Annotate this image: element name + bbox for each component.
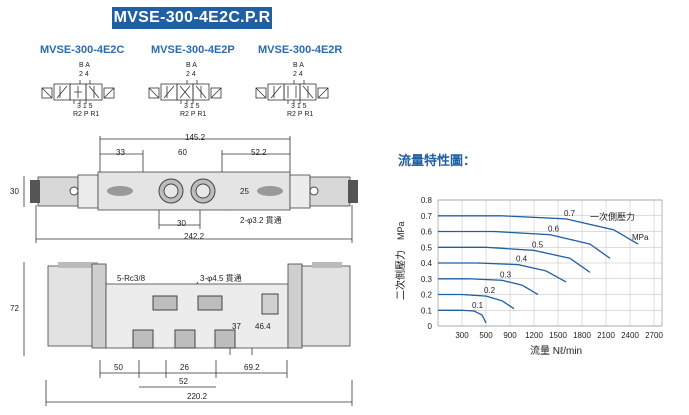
variant-1-top-nums: 2 4 xyxy=(79,71,89,78)
series-line-0.4 xyxy=(438,262,567,283)
variant-1-bottom-ports: R2 P R1 xyxy=(73,111,100,118)
series-label-0.2: 0.2 xyxy=(484,286,496,295)
variant-title-4e2r: MVSE-300-4E2R xyxy=(258,44,343,56)
dim-h1: 37 xyxy=(232,322,241,331)
series-label-0.5: 0.5 xyxy=(532,240,544,249)
variant-title-4e2c: MVSE-300-4E2C xyxy=(40,44,125,56)
variant-3-bottom-ports: R2 P R1 xyxy=(287,111,314,118)
x-tick-label: 1200 xyxy=(525,331,543,340)
variant-3-bottom-nums: 3 1 5 xyxy=(291,103,307,110)
top-view-drawing xyxy=(23,136,358,243)
model-banner: MVSE-300-4E2C.P.R xyxy=(112,7,272,29)
dim-front-height: 72 xyxy=(10,304,19,313)
dim-overall-lower: 242.2 xyxy=(184,232,205,241)
series-label-0.4: 0.4 xyxy=(516,255,528,264)
x-axis-label: 流量 Nℓ/min xyxy=(530,344,582,357)
x-tick-label: 2400 xyxy=(621,331,639,340)
series-line-0.5 xyxy=(438,246,591,273)
dim-l2: 26 xyxy=(180,363,189,372)
series-line-0.3 xyxy=(438,278,539,296)
variant-2-top-ports: B A xyxy=(186,62,197,69)
x-tick-label: 300 xyxy=(455,331,469,340)
series-line-0.7 xyxy=(438,215,639,245)
primary-pressure-label: 一次側壓力 xyxy=(590,211,635,222)
dim-overall-upper: 145.2 xyxy=(185,133,206,142)
x-tick-label: 2700 xyxy=(645,331,663,340)
variant-2-top-nums: 2 4 xyxy=(186,71,196,78)
dim-h2: 46.4 xyxy=(255,322,271,331)
hole-note: 2-φ3.2 貫通 xyxy=(240,216,282,225)
y-tick-label: 0.7 xyxy=(421,212,433,221)
y-tick-label: 0.2 xyxy=(421,291,433,300)
y-tick-label: 0.8 xyxy=(421,196,433,205)
series-line-0.2 xyxy=(438,293,515,310)
x-tick-label: 900 xyxy=(503,331,517,340)
variant-2-bottom-nums: 3 1 5 xyxy=(184,103,200,110)
series-label-0.1: 0.1 xyxy=(472,301,484,310)
dim-pitch: 30 xyxy=(177,219,186,228)
x-tick-label: 2100 xyxy=(597,331,615,340)
variant-3-top-ports: B A xyxy=(293,62,304,69)
valve-symbol-4e2c xyxy=(41,80,115,104)
dim-c: 52.2 xyxy=(251,148,267,157)
y-tick-label: 0 xyxy=(428,322,433,331)
variant-3-top-nums: 2 4 xyxy=(293,71,303,78)
variant-2-bottom-ports: R2 P R1 xyxy=(180,111,207,118)
chart-title: 流量特性圖： xyxy=(398,153,477,168)
x-tick-label: 500 xyxy=(479,331,493,340)
variant-1-top-ports: B A xyxy=(79,62,90,69)
dim-overall: 220.2 xyxy=(187,392,208,401)
variant-title-4e2p: MVSE-300-4E2P xyxy=(151,44,235,56)
series-label-0.7: 0.7 xyxy=(564,209,576,218)
y-axis-label: 二次側壓力 xyxy=(394,250,407,300)
series-label-0.6: 0.6 xyxy=(548,225,560,234)
series-line-0.6 xyxy=(438,230,611,259)
front-view-drawing xyxy=(23,262,353,406)
dim-body-height: 25 xyxy=(240,187,249,196)
valve-symbol-4e2r xyxy=(255,80,329,104)
series-line-0.1 xyxy=(438,309,487,324)
dim-l1: 50 xyxy=(114,363,123,372)
y-axis-unit: MPa xyxy=(396,221,406,240)
dim-b: 60 xyxy=(178,148,187,157)
y-tick-label: 0.4 xyxy=(421,259,433,268)
y-tick-label: 0.5 xyxy=(421,243,433,252)
dim-height: 30 xyxy=(10,187,19,196)
variant-1-bottom-nums: 3 1 5 xyxy=(77,103,93,110)
y-tick-label: 0.6 xyxy=(421,228,433,237)
dim-l4: 52 xyxy=(179,377,188,386)
valve-symbol-4e2p xyxy=(148,80,222,104)
x-tick-label: 1500 xyxy=(549,331,567,340)
primary-pressure-unit: MPa xyxy=(632,233,649,242)
y-tick-label: 0.3 xyxy=(421,275,433,284)
dim-a: 33 xyxy=(116,148,125,157)
port-note-right: 3-φ4.5 貫通 xyxy=(200,274,242,283)
port-note-left: 5-Rc3/8 xyxy=(117,274,146,283)
y-tick-label: 0.1 xyxy=(421,306,433,315)
series-label-0.3: 0.3 xyxy=(500,270,512,279)
x-tick-label: 1800 xyxy=(573,331,591,340)
dim-l3: 69.2 xyxy=(244,363,260,372)
